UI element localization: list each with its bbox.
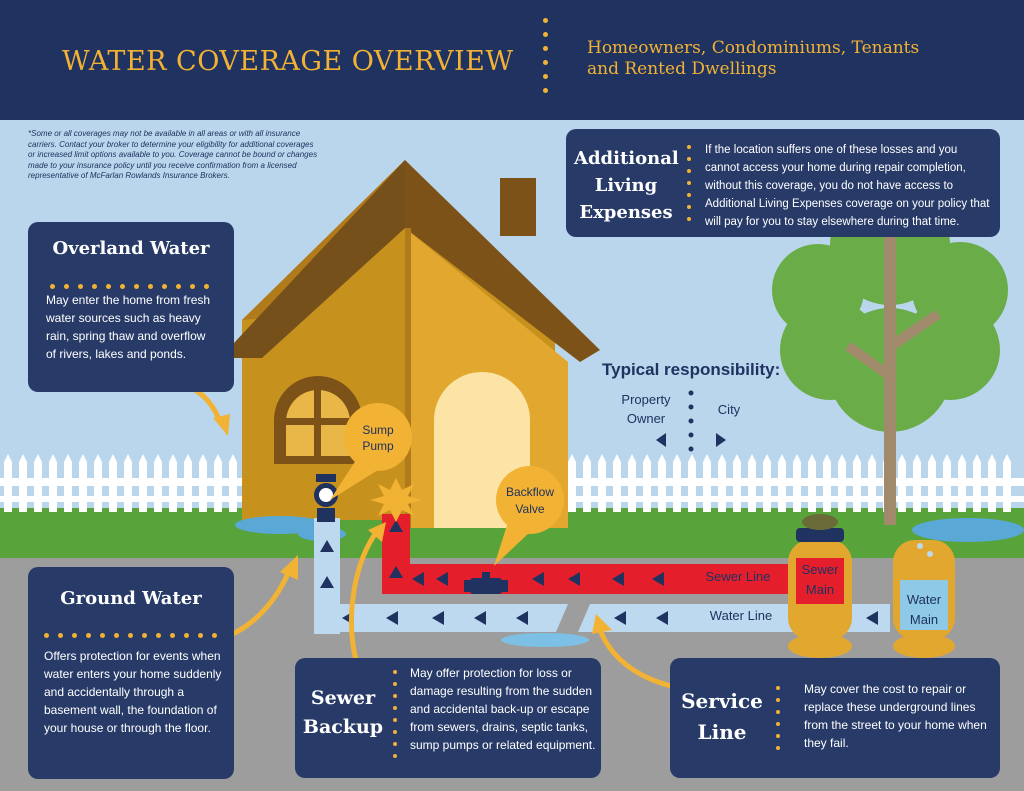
service-title-line-1: Service bbox=[681, 689, 763, 713]
fence-left bbox=[0, 454, 300, 512]
fence-right bbox=[560, 454, 1024, 512]
service-title: Service Line bbox=[676, 686, 768, 748]
backflow-label-line-2: Valve bbox=[515, 502, 545, 516]
sewer-flow-arrows bbox=[389, 520, 664, 586]
card-service-line: Service Line May cover the cost to repai… bbox=[670, 658, 1000, 778]
owner-line-2: Owner bbox=[626, 411, 666, 426]
subtitle-line-1: Homeowners, Condominiums, Tenants bbox=[587, 38, 920, 58]
backflow-valve-device bbox=[464, 572, 508, 594]
water-main-label: Water Main bbox=[900, 590, 948, 630]
sump-pump-label: Sump Pump bbox=[346, 422, 410, 454]
sewer-pipe bbox=[382, 514, 802, 594]
card-overland-water: Overland Water May enter the home from f… bbox=[28, 222, 234, 392]
water-line-label: Water Line bbox=[709, 608, 773, 623]
overland-divider-dots bbox=[50, 276, 218, 289]
ground-divider-dots bbox=[44, 625, 226, 638]
header-banner: WATER COVERAGE OVERVIEW Homeowners, Cond… bbox=[0, 0, 1024, 120]
pipe-leak-gap bbox=[556, 604, 590, 632]
card-ground-water: Ground Water Offers protection for event… bbox=[28, 567, 234, 779]
service-title-line-2: Line bbox=[697, 720, 747, 744]
sewer-main-label: Sewer Main bbox=[796, 560, 844, 600]
ale-body: If the location suffers one of these los… bbox=[705, 144, 990, 228]
sewer-title: Sewer Backup bbox=[299, 684, 387, 742]
service-divider-dots bbox=[776, 686, 782, 758]
water-main-tank bbox=[893, 540, 955, 658]
pointer-arrowheads bbox=[213, 414, 612, 634]
header-divider-dots bbox=[543, 18, 549, 102]
sewer-line-label: Sewer Line bbox=[705, 569, 771, 584]
water-flow-arrows bbox=[320, 540, 878, 625]
sump-label-line-2: Pump bbox=[362, 439, 394, 453]
backflow-label-line-1: Backflow bbox=[505, 485, 555, 499]
water-main-line-2: Main bbox=[909, 612, 939, 627]
service-body: May cover the cost to repair or replace … bbox=[804, 682, 987, 750]
ground-title: Ground Water bbox=[60, 588, 202, 609]
card-sewer-backup: Sewer Backup May offer protection for lo… bbox=[295, 658, 601, 778]
owner-line-1: Property bbox=[621, 392, 671, 407]
responsibility-owner: Property Owner bbox=[608, 390, 684, 428]
overland-title: Overland Water bbox=[52, 238, 210, 259]
sump-label-line-1: Sump bbox=[362, 423, 394, 437]
ale-title: Additional Living Expenses bbox=[574, 145, 679, 226]
subtitle-line-2: and Rented Dwellings bbox=[587, 59, 777, 79]
overland-body: May enter the home from fresh water sour… bbox=[46, 293, 211, 361]
sewer-main-tank bbox=[788, 514, 852, 658]
responsibility-title: Typical responsibility: bbox=[602, 360, 781, 379]
ale-title-line-3: Expenses bbox=[579, 202, 673, 223]
pipe-burst bbox=[370, 478, 422, 522]
water-main-line-1: Water bbox=[906, 592, 942, 607]
sewer-title-line-1: Sewer bbox=[310, 687, 376, 709]
house bbox=[220, 160, 600, 528]
page-title: WATER COVERAGE OVERVIEW bbox=[62, 46, 514, 77]
backflow-callout bbox=[494, 466, 564, 566]
sump-callout bbox=[330, 403, 412, 500]
ale-title-line-1: Additional bbox=[574, 148, 679, 169]
backflow-valve-label: Backflow Valve bbox=[496, 484, 564, 518]
sewer-body: May offer protection for loss or damage … bbox=[410, 666, 596, 752]
sump-pump-device bbox=[314, 474, 338, 522]
ale-title-line-2: Living bbox=[594, 175, 658, 196]
ale-divider-dots bbox=[687, 145, 693, 229]
sewer-main-line-1: Sewer bbox=[801, 562, 839, 577]
sewer-main-line-2: Main bbox=[805, 582, 835, 597]
sewer-title-line-2: Backup bbox=[302, 716, 384, 738]
house-scene-illustration bbox=[0, 160, 1024, 791]
ground-body: Offers protection for events when water … bbox=[44, 649, 222, 735]
responsibility-city: City bbox=[717, 402, 741, 417]
responsibility-divider bbox=[656, 390, 726, 452]
sewer-divider-dots bbox=[393, 670, 399, 766]
page-subtitle: Homeowners, Condominiums, Tenants and Re… bbox=[587, 38, 919, 80]
card-additional-living-expenses: Additional Living Expenses If the locati… bbox=[566, 129, 1000, 237]
disclaimer-text: *Some or all coverages may not be availa… bbox=[28, 129, 318, 180]
